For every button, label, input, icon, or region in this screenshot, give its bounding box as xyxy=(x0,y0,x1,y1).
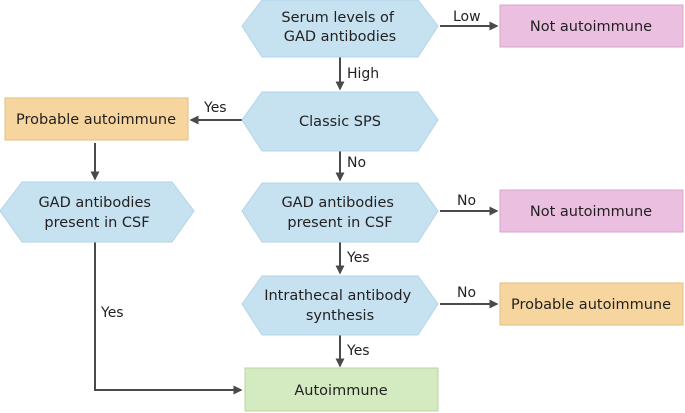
node-classic-sps-label: Classic SPS xyxy=(299,114,381,130)
node-probable-autoimmune-left-label: Probable autoimmune xyxy=(16,112,176,128)
outcome-box xyxy=(4,97,189,141)
svg-text:Probable autoimmune: Probable autoimmune xyxy=(511,297,671,313)
svg-text:Probable autoimmune: Probable autoimmune xyxy=(16,112,176,128)
decision-hexagon xyxy=(241,182,439,243)
edge-label-yes-classic: Yes xyxy=(203,100,227,116)
node-not-autoimmune-mid-label: Not autoimmune xyxy=(530,204,652,220)
decision-hexagon xyxy=(241,275,439,336)
svg-text:Serum levels of GAD anti: Serum levels of GAD antibodies xyxy=(281,10,398,45)
edge-label-high: High xyxy=(347,66,379,82)
edge-label-low: Low xyxy=(453,9,481,25)
node-not-autoimmune-mid: Not autoimmune xyxy=(499,189,684,233)
node-not-autoimmune-top: Not autoimmune xyxy=(499,4,684,48)
node-gad-csf-left-line-1: GAD antibodies xyxy=(38,195,151,211)
node-gad-csf-center-line-1: GAD antibodies xyxy=(281,195,394,211)
edge-label-yes-left-csf: Yes xyxy=(100,305,124,321)
edge-label-yes-csf: Yes xyxy=(346,250,370,266)
svg-text:Not autoimmune: Not autoimmune xyxy=(530,19,652,35)
node-intrathecal: Intrathecal antibody synthesis xyxy=(241,275,439,336)
node-autoimmune: Autoimmune xyxy=(244,367,439,412)
svg-text:Autoimmune: Autoimmune xyxy=(294,383,387,399)
node-probable-autoimmune-right: Probable autoimmune xyxy=(499,282,684,326)
node-classic-sps: Classic SPS xyxy=(241,91,439,152)
node-intrathecal-line-2: synthesis xyxy=(306,308,374,324)
edge-label-no-classic: No xyxy=(347,155,366,171)
edge-label-no-intrathecal: No xyxy=(457,285,476,301)
svg-text:Intrathecal antibody syn: Intrathecal antibody synthesis xyxy=(264,288,416,324)
svg-text:GAD antibodies present i: GAD antibodies present in CSF xyxy=(281,195,398,231)
decision-hexagon xyxy=(0,181,195,243)
svg-text:Not autoimmune: Not autoimmune xyxy=(530,204,652,220)
outcome-box xyxy=(499,282,684,326)
outcome-box xyxy=(244,367,439,412)
node-gad-csf-center: GAD antibodies present in CSF xyxy=(241,182,439,243)
outcome-box xyxy=(499,189,684,233)
outcome-box xyxy=(499,4,684,48)
node-intrathecal-line-1: Intrathecal antibody xyxy=(264,288,411,304)
node-gad-csf-center-line-2: present in CSF xyxy=(287,215,392,231)
node-serum-levels-line-1: Serum levels of xyxy=(281,10,395,26)
node-autoimmune-label: Autoimmune xyxy=(294,383,387,399)
node-serum-levels-line-2: GAD antibodies xyxy=(284,29,397,45)
node-gad-csf-left: GAD antibodies present in CSF xyxy=(0,181,195,243)
svg-text:Classic SPS: Classic SPS xyxy=(299,114,381,130)
edge-gad-csf-left-to-autoimmune xyxy=(94,242,243,395)
edge-label-no-csf: No xyxy=(457,193,476,209)
decision-hexagon xyxy=(241,91,439,152)
edge-labels: Low High Yes No No Yes No Yes Yes xyxy=(100,9,481,359)
node-not-autoimmune-top-label: Not autoimmune xyxy=(530,19,652,35)
edges xyxy=(90,21,499,395)
edge-label-yes-intrathecal: Yes xyxy=(346,343,370,359)
decision-hexagon xyxy=(241,0,439,58)
node-probable-autoimmune-left: Probable autoimmune xyxy=(4,97,189,141)
node-probable-autoimmune-right-label: Probable autoimmune xyxy=(511,297,671,313)
node-gad-csf-left-line-2: present in CSF xyxy=(44,215,149,231)
svg-text:GAD antibodies present i: GAD antibodies present in CSF xyxy=(38,195,155,231)
node-serum-levels: Serum levels of GAD antibodies xyxy=(241,0,439,58)
